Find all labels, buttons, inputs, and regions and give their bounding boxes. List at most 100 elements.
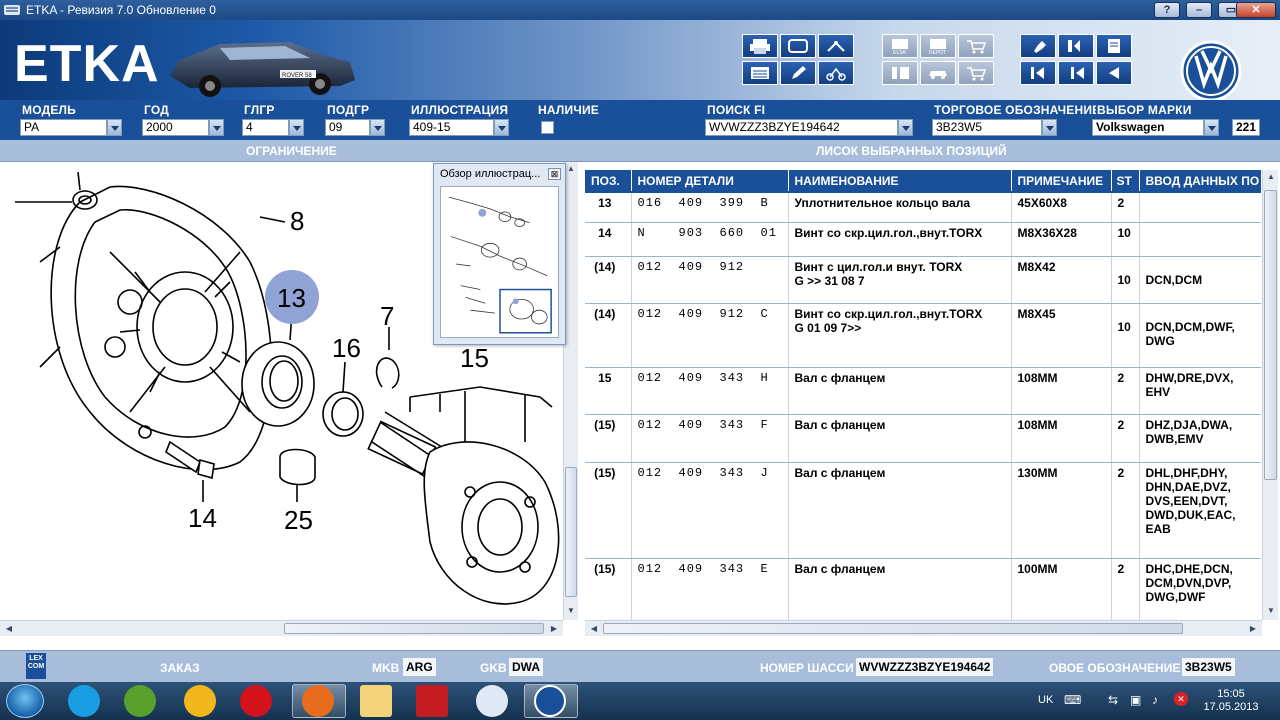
year-select[interactable]: 2000	[142, 119, 209, 136]
start-button[interactable]	[6, 684, 44, 718]
trade-name-select[interactable]: 3B23W5	[932, 119, 1042, 136]
table-vscroll-thumb[interactable]	[1264, 190, 1277, 480]
row-number: 012 409 343 H	[631, 367, 789, 415]
phone-button[interactable]	[882, 61, 918, 85]
scroll-up-arrow[interactable]: ▲	[567, 164, 575, 173]
scroll-right-arrow[interactable]: ▶	[550, 624, 558, 633]
illustration-hscrollbar[interactable]: ◀ ▶	[0, 620, 563, 636]
minimize-button[interactable]: –	[1186, 2, 1212, 18]
table-scroll-up-arrow[interactable]: ▲	[1267, 172, 1275, 181]
table-row[interactable]: (14) 012 409 912 Винт с цил.гол.и внут. …	[585, 256, 1261, 304]
main-group-dropdown-arrow[interactable]	[289, 119, 304, 136]
window-view-button[interactable]	[780, 34, 816, 58]
availability-checkbox[interactable]	[541, 121, 554, 134]
designation-value: 3B23W5	[1182, 658, 1235, 676]
table-scroll-right-arrow[interactable]: ▶	[1249, 624, 1257, 633]
network-icon[interactable]: ▣	[1130, 693, 1142, 707]
sub-group-select[interactable]: 09	[325, 119, 370, 136]
callout-14: 14	[188, 503, 217, 533]
table-hscroll-thumb[interactable]	[603, 623, 1183, 634]
illustration-dropdown-arrow[interactable]	[494, 119, 509, 136]
scooter-button[interactable]	[818, 61, 854, 85]
clock[interactable]: 15:05 17.05.2013	[1196, 688, 1266, 714]
fi-search-dropdown-arrow[interactable]	[898, 119, 913, 136]
col-number-header[interactable]: НОМЕР ДЕТАЛИ	[631, 170, 789, 192]
skype-icon[interactable]	[68, 685, 100, 717]
col-input-header[interactable]: ВВОД ДАННЫХ ПО	[1139, 170, 1261, 192]
col-pos-header[interactable]: ПОЗ.	[585, 170, 632, 192]
brand-code: 221	[1232, 119, 1260, 136]
alert-icon[interactable]: ✕	[1174, 692, 1188, 706]
trade-name-dropdown-arrow[interactable]	[1042, 119, 1057, 136]
edit-button[interactable]	[780, 61, 816, 85]
back-button[interactable]	[1058, 61, 1094, 85]
main-group-label: ГЛГР	[244, 103, 275, 117]
keyboard-icon[interactable]: ⌨	[1064, 693, 1082, 707]
elsa-button[interactable]: ELSA	[882, 34, 918, 58]
opera-icon[interactable]	[240, 685, 272, 717]
fi-search-input[interactable]: WVWZZZ3BZYE194642	[705, 119, 898, 136]
usb-icon[interactable]: ⇆	[1108, 693, 1119, 707]
order-label[interactable]: ЗАКАЗ	[160, 661, 200, 675]
main-group-select[interactable]: 4	[242, 119, 289, 136]
depot-button[interactable]: DEPOT	[920, 34, 956, 58]
volume-icon[interactable]: ♪	[1152, 693, 1158, 707]
table-hscrollbar[interactable]: ◀ ▶	[585, 620, 1262, 636]
utorrent-icon[interactable]	[124, 685, 156, 717]
table-row[interactable]: (14) 012 409 912 C Винт со скр.цил.гол.,…	[585, 303, 1261, 368]
brand-select[interactable]: Volkswagen	[1092, 119, 1204, 136]
callout-13-highlight[interactable]	[265, 270, 319, 324]
year-dropdown-arrow[interactable]	[209, 119, 224, 136]
illustration-hscroll-thumb[interactable]	[284, 623, 544, 634]
table-scroll-down-arrow[interactable]: ▼	[1267, 606, 1275, 615]
scroll-down-arrow[interactable]: ▼	[567, 606, 575, 615]
table-row[interactable]: 15 012 409 343 H Вал с фланцем 108MM 2 D…	[585, 367, 1261, 415]
overview-close-button[interactable]: ⊠	[548, 168, 561, 180]
illustration-select[interactable]: 409-15	[409, 119, 494, 136]
signal-button[interactable]	[818, 34, 854, 58]
model-select[interactable]: PA	[20, 119, 107, 136]
row-note: 108MM	[1011, 367, 1112, 415]
col-note-header[interactable]: ПРИМЕЧАНИЕ	[1011, 170, 1112, 192]
prev-page-button[interactable]	[1058, 34, 1094, 58]
parts-illustration[interactable]: 8 13 7 16 15 14 25	[0, 162, 562, 617]
col-st-header[interactable]: ST	[1111, 170, 1140, 192]
overview-popup[interactable]: Обзор иллюстрац... ⊠	[433, 163, 566, 345]
scroll-left-arrow[interactable]: ◀	[5, 624, 13, 633]
table-row[interactable]: (15) 012 409 343 F Вал с фланцем 108MM 2…	[585, 414, 1261, 463]
language-indicator[interactable]: UK	[1038, 694, 1054, 706]
table-row[interactable]: (15) 012 409 343 E Вал с фланцем 100MM 2…	[585, 558, 1261, 620]
avast-icon[interactable]	[184, 685, 216, 717]
etka-app-icon[interactable]	[4, 3, 20, 17]
table-row[interactable]: 14 N 903 660 01 Винт со скр.цил.гол.,вну…	[585, 222, 1261, 257]
table-row[interactable]: (15) 012 409 343 J Вал с фланцем 130MM 2…	[585, 462, 1261, 559]
sub-group-dropdown-arrow[interactable]	[370, 119, 385, 136]
print-button[interactable]	[742, 34, 778, 58]
overview-thumbnail[interactable]	[440, 186, 559, 338]
car-button[interactable]	[920, 61, 956, 85]
help-button[interactable]: ?	[1154, 2, 1180, 18]
col-name-header[interactable]: НАИМЕНОВАНИЕ	[788, 170, 1012, 192]
row-input: DHZ,DJA,DWA, DWB,EMV	[1139, 414, 1261, 463]
car-image: ROVER 58	[170, 42, 355, 97]
next-page-button[interactable]	[1096, 34, 1132, 58]
list-button[interactable]	[742, 61, 778, 85]
prev-button[interactable]	[1096, 61, 1132, 85]
model-dropdown-arrow[interactable]	[107, 119, 122, 136]
pin-button[interactable]	[1020, 34, 1056, 58]
table-row[interactable]: 13 016 409 399 B Уплотнительное кольцо в…	[585, 191, 1261, 223]
volkswagen-logo[interactable]	[1180, 40, 1242, 102]
illustration-vscroll-thumb[interactable]	[565, 467, 577, 597]
depot-icon: DEPOT	[929, 39, 946, 55]
cart-add-button[interactable]	[958, 34, 994, 58]
row-note: M8X42	[1011, 256, 1112, 304]
table-scroll-left-arrow[interactable]: ◀	[590, 624, 598, 633]
first-button[interactable]	[1020, 61, 1056, 85]
close-button[interactable]: ✕	[1236, 2, 1276, 18]
cart-button[interactable]	[958, 61, 994, 85]
table-vscrollbar[interactable]: ▲ ▼	[1262, 170, 1278, 620]
row-st: 2	[1111, 191, 1140, 223]
satellite-icon	[827, 41, 845, 52]
brand-dropdown-arrow[interactable]	[1204, 119, 1219, 136]
illustration-vscrollbar[interactable]: ▲ ▼	[563, 162, 578, 620]
